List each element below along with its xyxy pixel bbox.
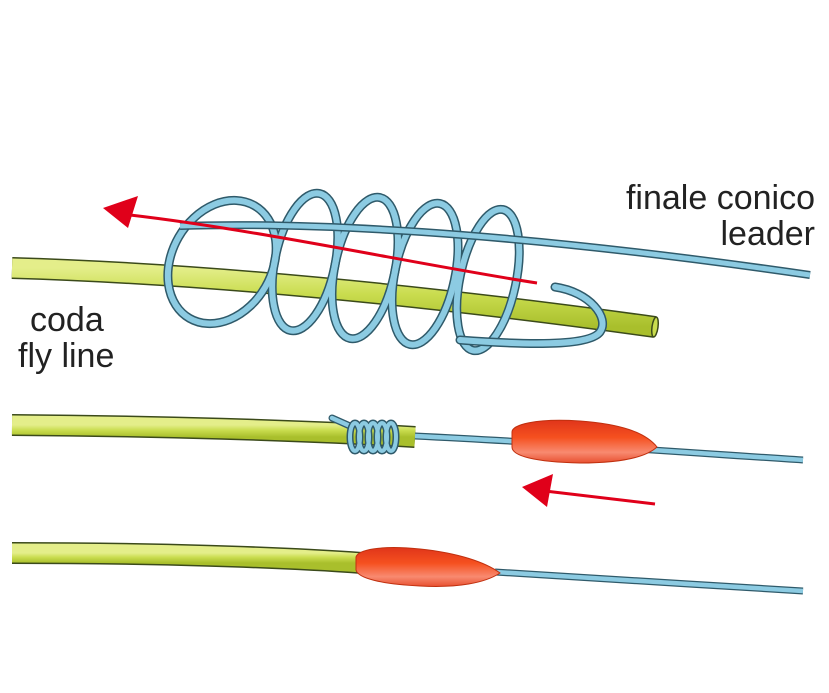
leader-label: finale conico leader (626, 180, 815, 252)
sleeve-2 (355, 547, 501, 587)
leader-coils (163, 188, 608, 356)
fly-line-label-italian: coda (30, 301, 104, 339)
step-2-tightened-knot (11, 414, 804, 507)
tight-coils (328, 414, 400, 455)
sleeve-1 (511, 419, 658, 464)
fly-line-3 (11, 542, 363, 574)
leader-line-3 (494, 568, 804, 595)
fly-line-label-english: fly line (18, 337, 115, 375)
step-1-wrap-coils (11, 188, 811, 356)
push-arrow (522, 474, 656, 507)
leader-label-english: leader (720, 215, 815, 253)
pull-arrow-1 (103, 196, 538, 285)
fly-line-label: coda fly line (18, 302, 114, 374)
leader-line-1 (179, 221, 811, 279)
step-3-finished-connection (11, 542, 804, 595)
leader-label-italian: finale conico (625, 179, 815, 217)
